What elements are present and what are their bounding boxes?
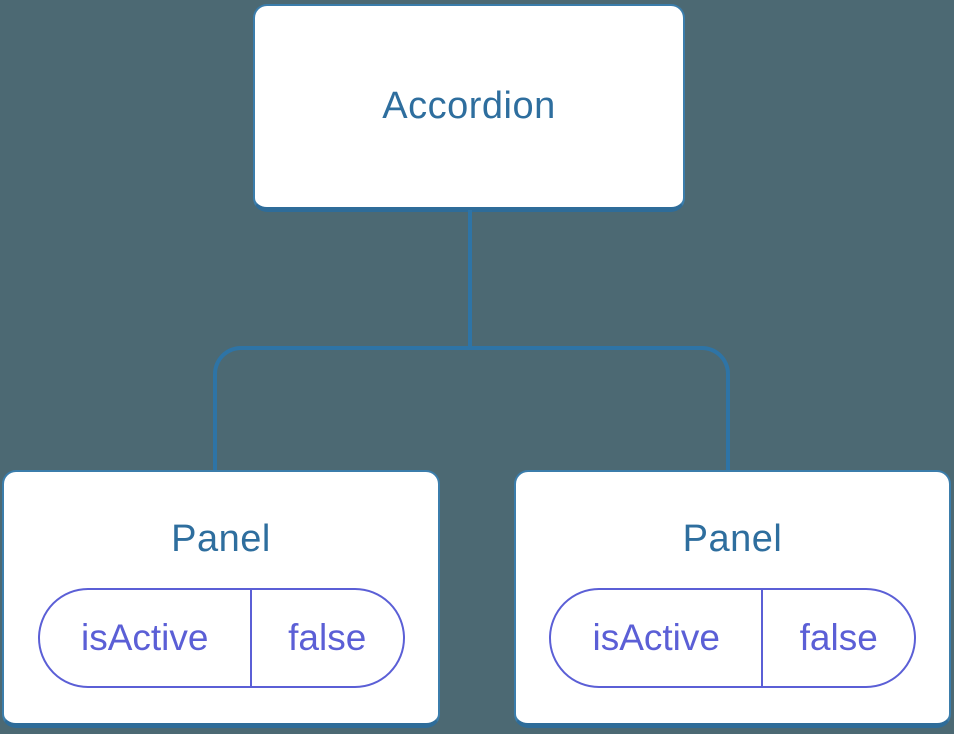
prop-name-cell: isActive bbox=[592, 617, 720, 658]
accordion-node: Accordion bbox=[253, 4, 685, 212]
panel-node-label: Panel bbox=[682, 518, 783, 560]
prop-value-cell: false bbox=[249, 590, 403, 686]
prop-pill: isActive false bbox=[37, 588, 405, 688]
panel-node-1: Panel isActive false bbox=[2, 470, 440, 728]
panel-node-label: Panel bbox=[171, 518, 271, 560]
prop-value-cell: false bbox=[761, 590, 914, 686]
tree-connector-branch bbox=[213, 346, 730, 470]
panel-node-2: Panel isActive false bbox=[514, 470, 951, 728]
prop-pill: isActive false bbox=[549, 588, 916, 688]
accordion-node-label: Accordion bbox=[382, 85, 556, 127]
prop-name-cell: isActive bbox=[80, 617, 209, 658]
tree-connector-stem bbox=[468, 210, 472, 348]
